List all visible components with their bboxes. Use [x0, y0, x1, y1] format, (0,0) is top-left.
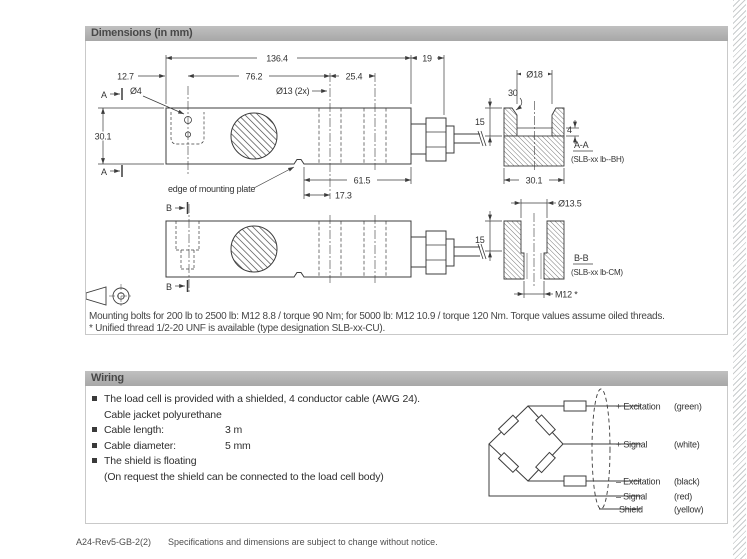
- dim-gland-length: 19: [422, 54, 432, 64]
- section-a-marker-top: A: [101, 90, 107, 100]
- bullet-square-icon: [92, 396, 97, 401]
- cable-shield-ellipse: [591, 388, 611, 510]
- side-view-a: [165, 73, 487, 199]
- section-view-aa: Ø18 30 15 4 A-A (SLB-xx lb--BH) 30.1: [475, 69, 625, 186]
- wiring-bullet-list: The load cell is provided with a shielde…: [92, 392, 420, 485]
- bullet-square-icon: [92, 458, 97, 463]
- bb-bore-dia: Ø13.5: [558, 199, 582, 209]
- dimension-drawing: 136.4 19 12.7 76.2 25.4 Ø4 Ø13 (2x) A A …: [86, 53, 625, 308]
- bullet-cable-type: The load cell is provided with a shielde…: [92, 392, 420, 408]
- cable-gland: [410, 123, 427, 155]
- bullet-shield-note: (On request the shield can be connected …: [104, 470, 384, 483]
- bb-depth: 15: [475, 235, 485, 245]
- wire-color-shield: (yellow): [674, 505, 704, 515]
- strain-bore: [230, 112, 278, 160]
- mounting-bolts-footnote: Mounting bolts for 200 lb to 2500 lb: M1…: [89, 311, 665, 322]
- bullet-cable-diameter: Cable diameter:5 mm: [92, 439, 420, 455]
- wire-color-neg-excitation: (black): [674, 477, 700, 487]
- projection-symbol: [86, 284, 133, 308]
- side-view-a-dimensions: 136.4 19 12.7 76.2 25.4 Ø4 Ø13 (2x) A A …: [89, 53, 445, 201]
- cable-gland: [410, 236, 427, 268]
- wheatstone-bridge: [488, 405, 564, 482]
- dimensions-section-header: Dimensions (in mm): [85, 26, 728, 41]
- wire-color-pos-signal: (white): [674, 440, 700, 450]
- bullet-square-icon: [92, 442, 97, 448]
- bridge-wires: [488, 388, 641, 510]
- wire-color-pos-excitation: (green): [674, 402, 702, 412]
- strain-bore: [230, 225, 278, 273]
- compensation-resistor: [563, 400, 587, 412]
- side-view-b: B B: [165, 202, 487, 292]
- section-view-bb: Ø13.5 15 B-B (SLB-xx lb-CM) M12 *: [475, 199, 624, 300]
- wire-label-pos-signal: + Signal: [616, 440, 647, 450]
- wire-label-pos-excitation: + Excitation: [616, 402, 661, 412]
- compensation-resistor: [563, 475, 587, 487]
- bb-label: B-B: [574, 253, 589, 263]
- aa-type-note: (SLB-xx lb--BH): [571, 155, 625, 164]
- bullet-shield-floating: The shield is floating: [92, 454, 420, 470]
- dim-17-3: 17.3: [335, 191, 352, 201]
- dim-hole-offset: 12.7: [117, 72, 134, 82]
- dimensions-title: Dimensions (in mm): [91, 27, 193, 39]
- wire-label-neg-signal: – Signal: [616, 492, 647, 502]
- dim-small-hole: Ø4: [130, 86, 142, 96]
- dim-hole-pitch2: 25.4: [346, 72, 363, 82]
- aa-chamfer-angle: 30: [508, 88, 518, 98]
- section-b-marker-top: B: [166, 203, 172, 213]
- footer-disclaimer: Specifications and dimensions are subjec…: [168, 537, 438, 547]
- bb-type-note: (SLB-xx lb-CM): [571, 268, 623, 277]
- page-edge-hatch: [733, 0, 746, 559]
- dim-body-height: 30.1: [95, 132, 112, 142]
- wiring-box: The load cell is provided with a shielde…: [85, 386, 728, 524]
- wire-label-neg-excitation: – Excitation: [616, 477, 660, 487]
- dim-hole-pitch: 76.2: [246, 72, 263, 82]
- bullet-square-icon: [92, 427, 97, 432]
- bb-thread: M12 *: [555, 290, 578, 300]
- wiring-diagram: + Excitation (green) + Signal (white) – …: [488, 388, 704, 515]
- aa-label: A-A: [574, 140, 589, 150]
- page-footer: A24-Rev5-GB-2(2) Specifications and dimen…: [76, 537, 438, 547]
- dimensions-section: Dimensions (in mm): [85, 26, 728, 335]
- bullet-cable-jacket: Cable jacket polyurethane: [104, 408, 222, 421]
- section-a-marker-bottom: A: [101, 167, 107, 177]
- dim-61-5: 61.5: [354, 176, 371, 186]
- document-code: A24-Rev5-GB-2(2): [76, 537, 152, 547]
- aa-step: 4: [567, 125, 572, 135]
- cable-length-value: 3 m: [225, 424, 243, 436]
- unified-thread-footnote: * Unified thread 1/2-20 UNF is available…: [89, 323, 385, 334]
- section-b-marker-bottom: B: [166, 282, 172, 292]
- wire-label-shield: Shield: [619, 505, 643, 515]
- bullet-cable-length: Cable length:3 m: [92, 423, 420, 439]
- wiring-section-header: Wiring: [85, 371, 728, 386]
- dim-through-holes: Ø13 (2x): [276, 86, 310, 96]
- dim-overall-length: 136.4: [266, 54, 288, 64]
- wiring-section: Wiring The load cell is provided with a …: [85, 371, 728, 524]
- aa-width: 30.1: [526, 176, 543, 186]
- dimensions-box: 136.4 19 12.7 76.2 25.4 Ø4 Ø13 (2x) A A …: [85, 41, 728, 335]
- wiring-title: Wiring: [91, 372, 124, 384]
- aa-depth: 15: [475, 117, 485, 127]
- edge-of-mounting-plate-note: edge of mounting plate: [168, 184, 255, 194]
- cable-diameter-value: 5 mm: [225, 439, 251, 452]
- aa-bore-dia: Ø18: [526, 70, 543, 80]
- wire-color-neg-signal: (red): [674, 492, 692, 502]
